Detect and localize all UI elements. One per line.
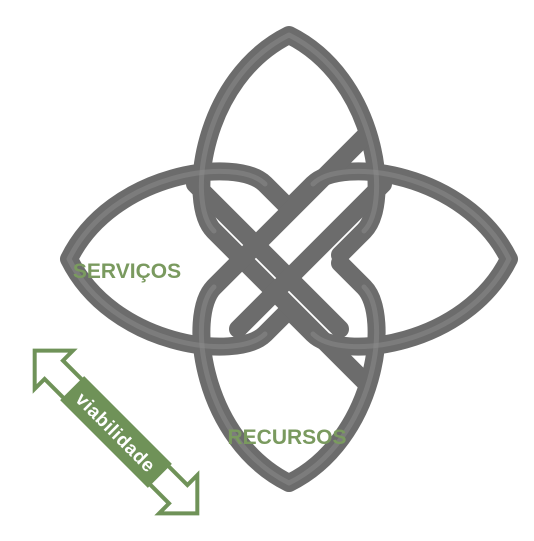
- arrow-label-box: [60, 376, 172, 488]
- arrow-label: viabilidade: [71, 389, 159, 477]
- left-loop-highlight: [66, 168, 268, 350]
- viabilidade-arrow: viabilidade: [32, 348, 200, 516]
- center-strand-b: [205, 128, 373, 296]
- left-loop-label: SERVIÇOS: [73, 260, 181, 283]
- bottom-loop-label: RECURSOS: [227, 426, 346, 449]
- knot-shape: [60, 26, 518, 492]
- bottom-loop-highlight: [198, 284, 380, 486]
- center-strand-c: [186, 175, 349, 338]
- center-strand-d: [229, 175, 392, 338]
- top-loop-highlight: [198, 32, 380, 234]
- arrow-outline: [32, 348, 200, 516]
- right-loop-highlight: [310, 168, 512, 350]
